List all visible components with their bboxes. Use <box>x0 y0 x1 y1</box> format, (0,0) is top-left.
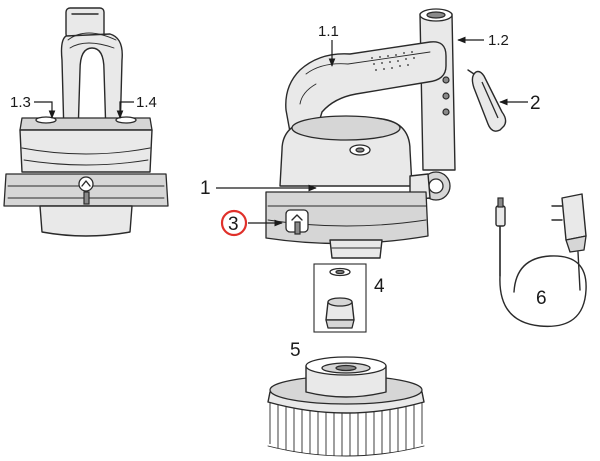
callout-3: 3 <box>228 214 239 235</box>
callout-1: 1 <box>200 178 211 199</box>
callout-1-1: 1.1 <box>318 23 339 40</box>
callout-1-3: 1.3 <box>10 94 31 111</box>
callout-5: 5 <box>290 340 301 361</box>
callout-4: 4 <box>374 276 385 297</box>
charger-part <box>495 193 587 328</box>
callout-2: 2 <box>530 93 541 114</box>
clip-part <box>467 69 507 132</box>
main-tool-body <box>265 8 456 259</box>
adapter-part <box>313 263 367 333</box>
callout-1-2: 1.2 <box>488 32 509 49</box>
brush-part <box>267 356 425 457</box>
rear-view-tool <box>3 7 169 237</box>
callout-1-4: 1.4 <box>136 94 157 111</box>
leader-lines <box>34 36 528 227</box>
callout-labels: 1.1 1.2 1.3 1.4 2 1 3 4 5 6 <box>10 23 547 361</box>
callout-3-highlight-ring <box>220 209 248 237</box>
callout-6: 6 <box>536 288 547 309</box>
